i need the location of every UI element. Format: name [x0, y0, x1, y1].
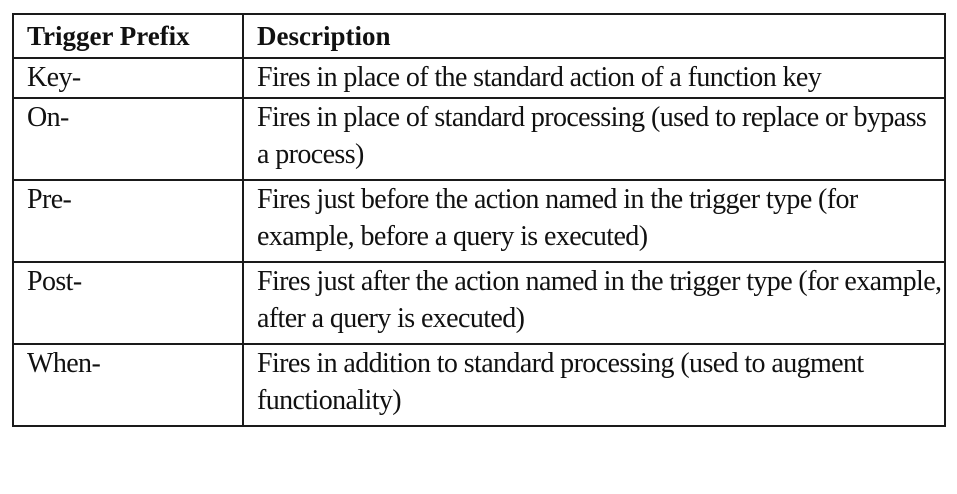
table-row: Pre- Fires just before the action named …: [12, 179, 946, 263]
description-text: Fires in place of standard processing (u…: [257, 102, 927, 170]
prefix-cell: On-: [12, 97, 244, 181]
table-row: On- Fires in place of standard processin…: [12, 97, 946, 181]
table-row: When- Fires in addition to standard proc…: [12, 343, 946, 427]
header-trigger-prefix: Trigger Prefix: [12, 13, 244, 59]
prefix-cell: Key-: [12, 57, 244, 99]
description-cell: Fires just after the action named in the…: [242, 261, 946, 345]
description-cell: Fires in place of the standard action of…: [242, 57, 946, 99]
table-row: Key- Fires in place of the standard acti…: [12, 57, 946, 99]
header-row: Trigger Prefix Description: [12, 13, 946, 59]
prefix-text: When-: [27, 348, 101, 379]
prefix-cell: Pre-: [12, 179, 244, 263]
table-row: Post- Fires just after the action named …: [12, 261, 946, 345]
description-cell: Fires in addition to standard processing…: [242, 343, 946, 427]
prefix-text: Key-: [27, 62, 81, 93]
prefix-text: Pre-: [27, 184, 72, 215]
trigger-prefix-table: Trigger Prefix Description Key- Fires in…: [12, 13, 946, 427]
table-body: Key- Fires in place of the standard acti…: [12, 57, 946, 427]
prefix-text: Post-: [27, 266, 82, 297]
description-text: Fires just before the action named in th…: [257, 184, 858, 252]
description-cell: Fires in place of standard processing (u…: [242, 97, 946, 181]
description-text: Fires in addition to standard processing…: [257, 348, 864, 416]
prefix-text: On-: [27, 102, 69, 133]
description-cell: Fires just before the action named in th…: [242, 179, 946, 263]
header-description: Description: [242, 13, 946, 59]
description-text: Fires in place of the standard action of…: [257, 62, 822, 93]
table-header: Trigger Prefix Description: [12, 13, 946, 59]
prefix-cell: Post-: [12, 261, 244, 345]
prefix-cell: When-: [12, 343, 244, 427]
description-text: Fires just after the action named in the…: [257, 266, 942, 334]
